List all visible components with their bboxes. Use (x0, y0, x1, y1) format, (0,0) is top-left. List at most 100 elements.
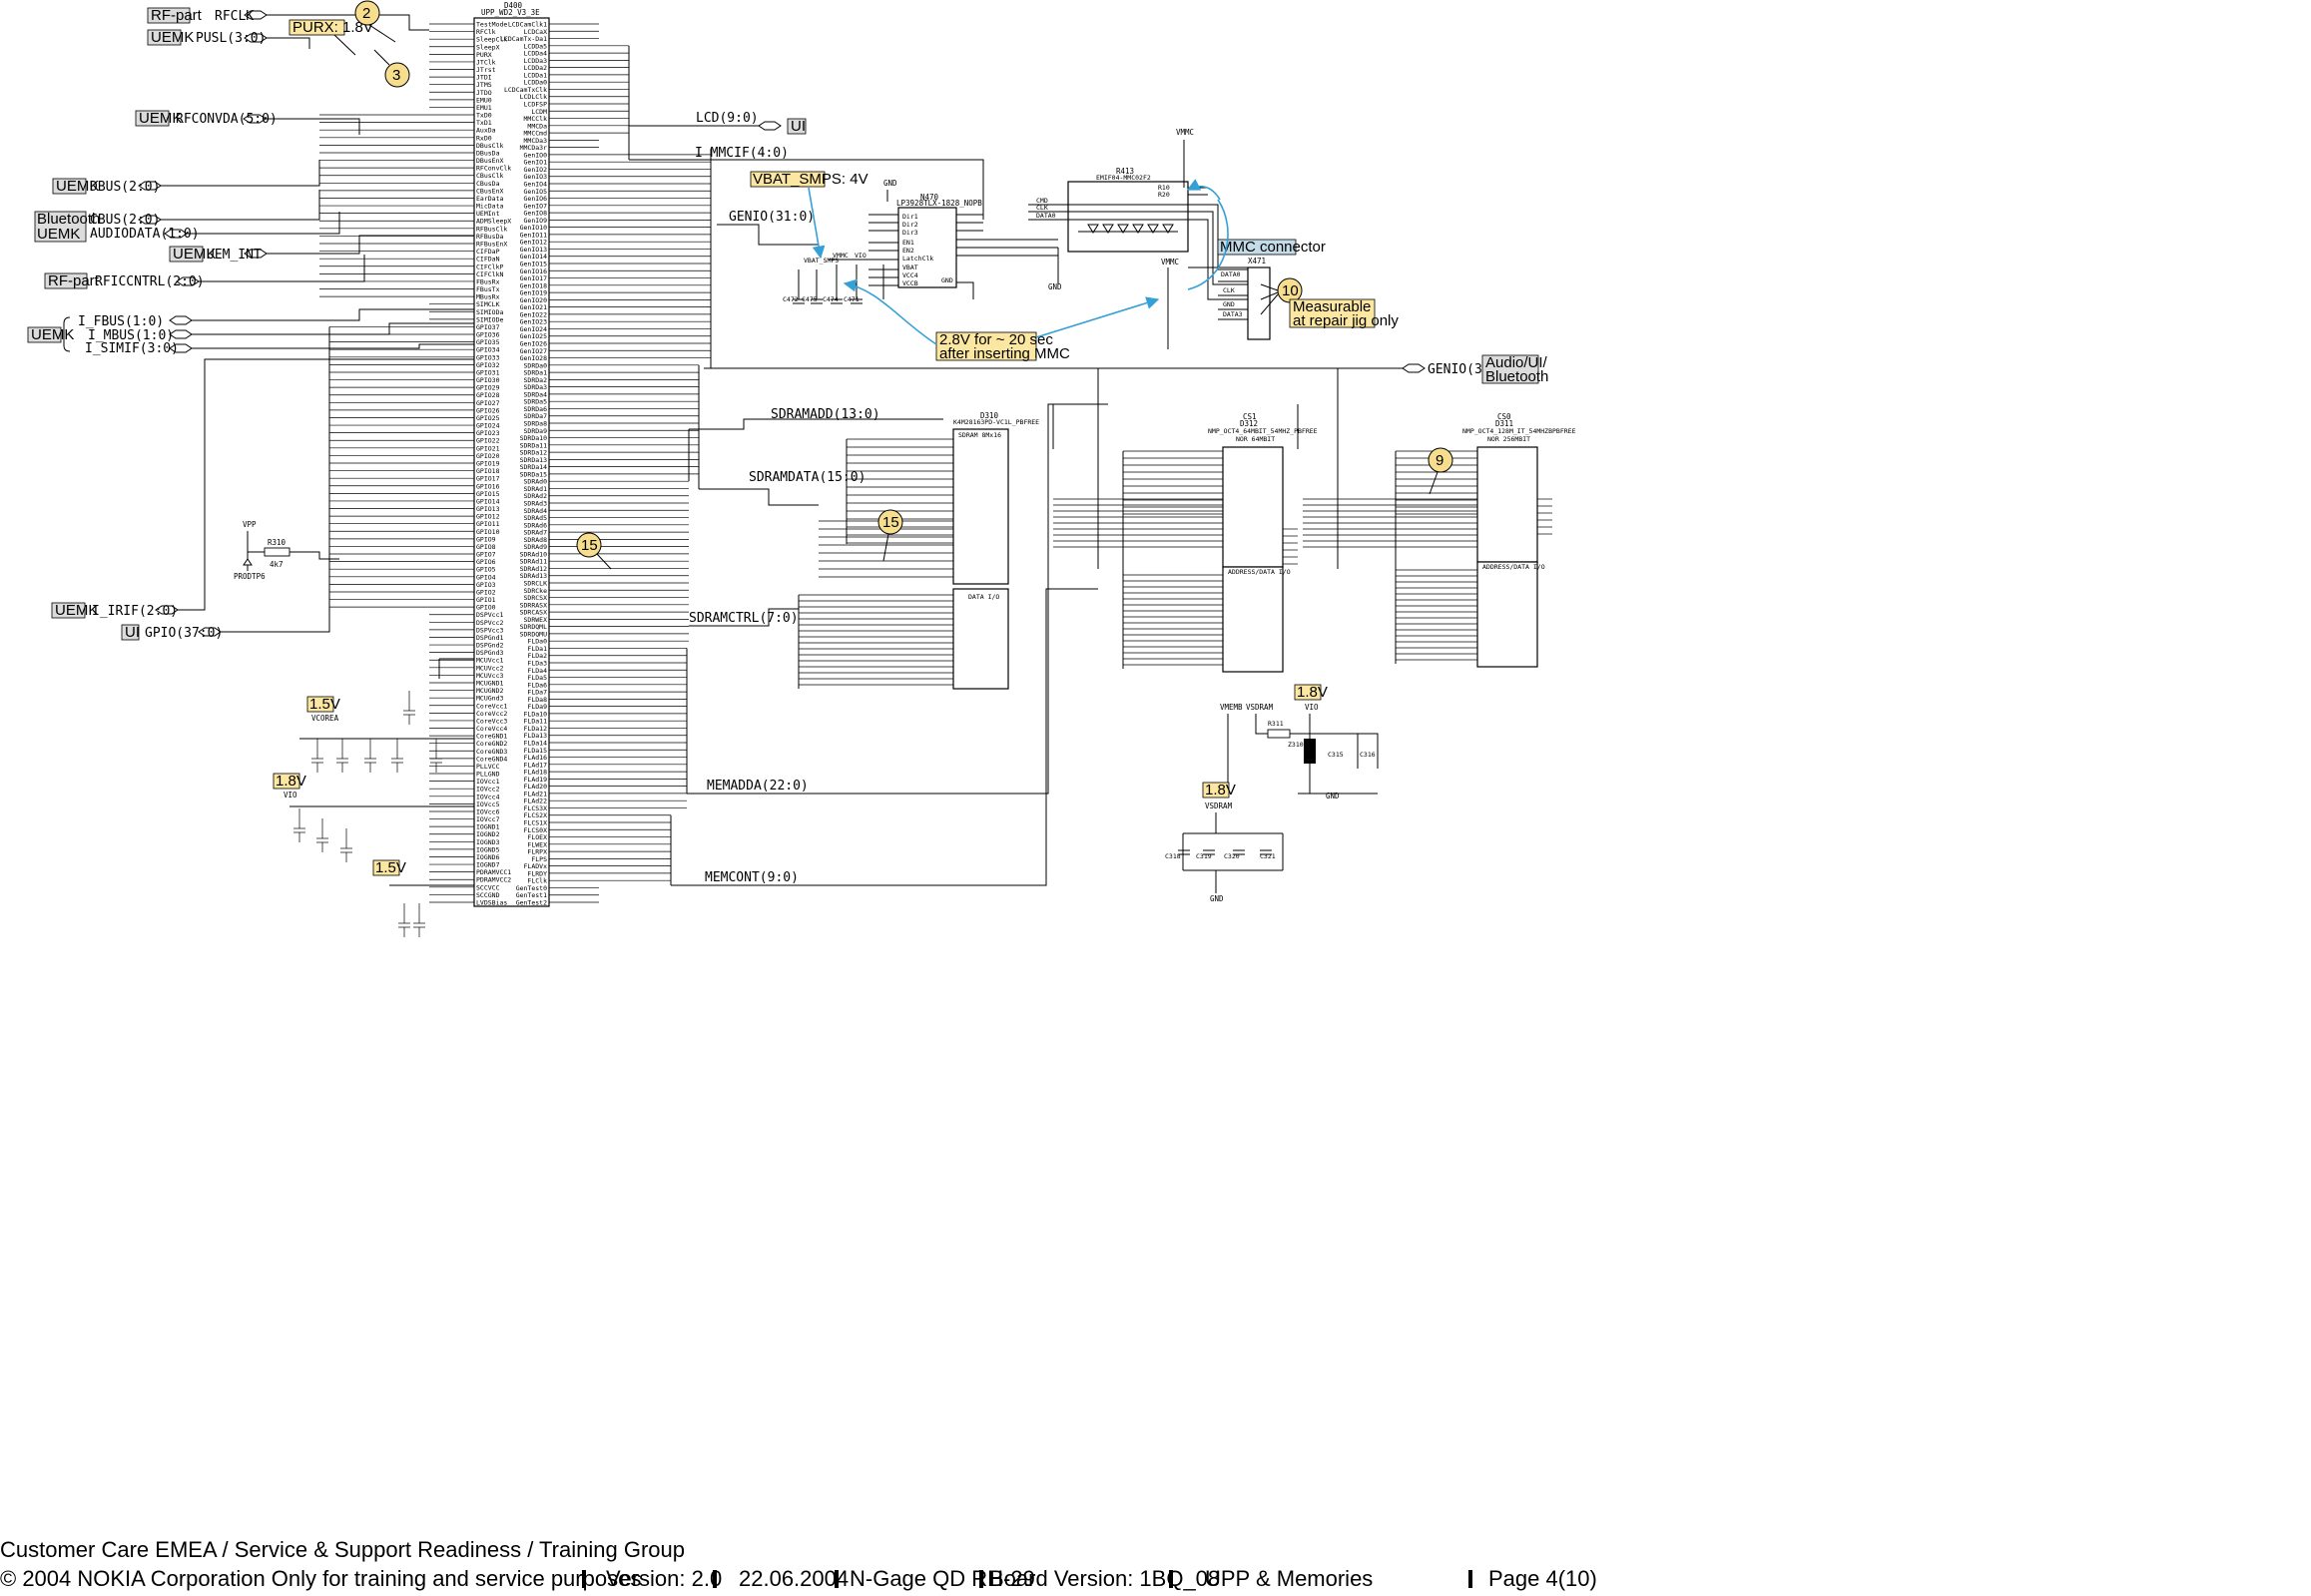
d400-right-pin: LCDCaX (524, 28, 548, 36)
d400-left-pin: MicData (476, 203, 503, 211)
d400-right-pin: SDRDa4 (524, 390, 548, 398)
d400-right-pin: MMCCmd (524, 130, 548, 138)
d400-right-pin: LCDCamTx-Da1 (500, 35, 547, 43)
d400-right-pin: GenIO1 (524, 159, 548, 167)
svg-text:EN1: EN1 (902, 239, 914, 247)
d400-left-pin: FBusTx (476, 285, 500, 293)
svg-text:CS1: CS1 (1243, 412, 1257, 421)
d400-right-pin: GenIO2 (524, 166, 548, 174)
d400-right-pin: LCDFSP (524, 101, 548, 109)
svg-text:GND: GND (941, 276, 953, 284)
d400-right-pin: FLDa8 (527, 696, 547, 704)
lcd-bus-out[interactable]: LCD(9:0) UI (629, 111, 807, 135)
d400-right-pin: SDRCke (524, 587, 548, 595)
d400-left-pin: GPIO28 (476, 391, 500, 399)
d400-right-pin: SDRDa7 (524, 412, 548, 420)
d400-right-pin: SDRAd10 (520, 550, 547, 558)
d400-left-pin: CoreVcc1 (476, 702, 507, 710)
d400-right-pin: SDRAd6 (524, 521, 548, 529)
d400-right-pin: GenIO13 (520, 246, 547, 254)
svg-text:VSDRAM: VSDRAM (1246, 703, 1274, 712)
footer-separator (582, 1570, 586, 1588)
d400-right-pin: FLDa12 (524, 725, 548, 733)
d400-left-pin: GPIO5 (476, 566, 496, 574)
svg-text:GENIO(31:0): GENIO(31:0) (729, 210, 815, 225)
left-tag-pusl[interactable]: UEMK PUSL(3:0) (147, 29, 310, 49)
svg-text:K4M28163PD-VC1L_PBFREE: K4M28163PD-VC1L_PBFREE (953, 418, 1039, 426)
d400-right-pin: LCDDa2 (524, 64, 548, 72)
d400-left-pin: GPIO27 (476, 399, 500, 407)
svg-text:PUSL(3:0): PUSL(3:0) (196, 31, 266, 46)
left-tag-dbus[interactable]: UEMK DBUS(2:0) (52, 160, 320, 195)
svg-text:AUDIODATA(1:0): AUDIODATA(1:0) (90, 227, 200, 242)
left-tag-rfconvda[interactable]: UEMK RFCONVDA(5:0) (135, 110, 360, 135)
footer-separator (1169, 1570, 1173, 1588)
d400-right-pin: GenIO26 (520, 340, 547, 348)
d400-left-pin: RFClk (476, 28, 496, 36)
d400-left-pin: DSPVcc3 (476, 626, 503, 634)
d400-left-pin: GPIO33 (476, 353, 500, 361)
left-tag-uem-int[interactable]: UEMK UEM_INT (169, 235, 474, 263)
d400-right-pin: SDRDa12 (520, 449, 547, 457)
svg-text:at repair jig only: at repair jig only (1293, 312, 1399, 329)
d400-right-pin: FLDa7 (527, 689, 547, 697)
schematic-diagram: .w { stroke:#000; stroke-width:1; fill:n… (27, 0, 1576, 937)
left-tag-rficcntrl[interactable]: RF-part RFICCNTRL(2:0) (44, 255, 365, 289)
svg-text:MMC connector: MMC connector (1220, 239, 1326, 256)
d400-right-pin: LCDDa4 (524, 50, 548, 58)
left-tag-cbus[interactable]: Bluetooth UEMK CBUS(2:0) AUDIODATA(1:0) (34, 190, 340, 243)
svg-text:UI: UI (125, 624, 140, 641)
svg-text:UEMK: UEMK (56, 178, 99, 195)
d400-left-pin: GPIO11 (476, 520, 500, 528)
n470-chip: N470 LP3928TLX-1828_NOPB Dir1 Dir2 Dir3 … (829, 179, 1058, 299)
d400-left-pin: DBusEnX (476, 157, 503, 165)
d400-left-pin: SIMIODe (476, 315, 503, 323)
svg-text:1.8V: 1.8V (1205, 782, 1236, 798)
svg-text:DATA I/O: DATA I/O (968, 593, 999, 601)
d400-left-pin: GPIO32 (476, 361, 500, 369)
d400-right-pin: FLAd17 (524, 761, 548, 769)
d400-right-pin: FLDa3 (527, 660, 547, 668)
d400-left-pin: JTMS (476, 81, 492, 89)
mmc-supply-caps: VBAT_SMPS VMMC VIO C472 C475 C474 C471 (783, 252, 884, 304)
svg-text:C471: C471 (844, 295, 860, 303)
svg-text:NMP_OCT4_128M_IT_54MHZBPBFREE: NMP_OCT4_128M_IT_54MHZBPBFREE (1462, 427, 1576, 435)
svg-text:after inserting MMC: after inserting MMC (939, 345, 1070, 362)
d400-left-pin: JTClk (476, 58, 496, 66)
d400-left-pin: CoreGND2 (476, 740, 507, 748)
tag-box-text: RF-part (151, 7, 203, 24)
d400-right-pin: SDRDa8 (524, 420, 548, 428)
d400-left-pin: MCUGND2 (476, 687, 503, 695)
d400-left-pin: IOVcc1 (476, 778, 500, 786)
left-tag-irif[interactable]: UEMK I_IRIF(2:0) (51, 358, 474, 619)
d400-left-pin: TxD0 (476, 112, 492, 120)
d400-left-pin: IOVcc2 (476, 786, 500, 794)
genio-bus-label: GENIO(31:0) (717, 210, 819, 246)
svg-text:R413: R413 (1116, 167, 1134, 176)
voltage-label-1v5-b: 1.5V (372, 859, 406, 876)
d400-left-pin: GPIO36 (476, 331, 500, 339)
d400-right-pin: FLRDY (527, 869, 547, 877)
d400-left-pin: RxD0 (476, 134, 492, 142)
svg-text:N470: N470 (920, 193, 939, 202)
svg-text:DATA3: DATA3 (1223, 310, 1243, 318)
d400-left-pin: GPIO30 (476, 376, 500, 384)
left-tag-rfclk[interactable]: RF-part RFCLK (147, 7, 429, 31)
left-tag-fbus-mbus-simif[interactable]: UEMK I_FBUS(1:0) I_MBUS(1:0) I_SIMIF(3:0… (27, 308, 474, 356)
d400-right-pin: FLDa10 (524, 710, 548, 718)
d400-left-pin: GPIO9 (476, 535, 496, 543)
d400-right-pin: MMCDa (527, 122, 547, 130)
d400-right-pin: SDRDa1 (524, 369, 548, 377)
svg-text:CLK: CLK (1036, 204, 1048, 212)
d400-right-pin: SDRAd9 (524, 543, 548, 551)
left-tag-gpio[interactable]: UI GPIO(37:0) (121, 369, 330, 641)
svg-text:Audio/UI/: Audio/UI/ (1485, 354, 1548, 371)
footer-date: 22.06.2004 (739, 1566, 850, 1591)
d400-right-pin: FLAd20 (524, 783, 548, 791)
d400-right-pin: SDRAd2 (524, 492, 548, 500)
d400-right-pin: SDRAd11 (520, 558, 547, 566)
d400-left-pin: IOVcc5 (476, 800, 500, 808)
genio-bus-out[interactable]: GENIO(31:0) Audio/UI/ Bluetooth (704, 354, 1548, 569)
d400-left-pin: CoreGND4 (476, 755, 507, 763)
footer-separator (1468, 1570, 1472, 1588)
